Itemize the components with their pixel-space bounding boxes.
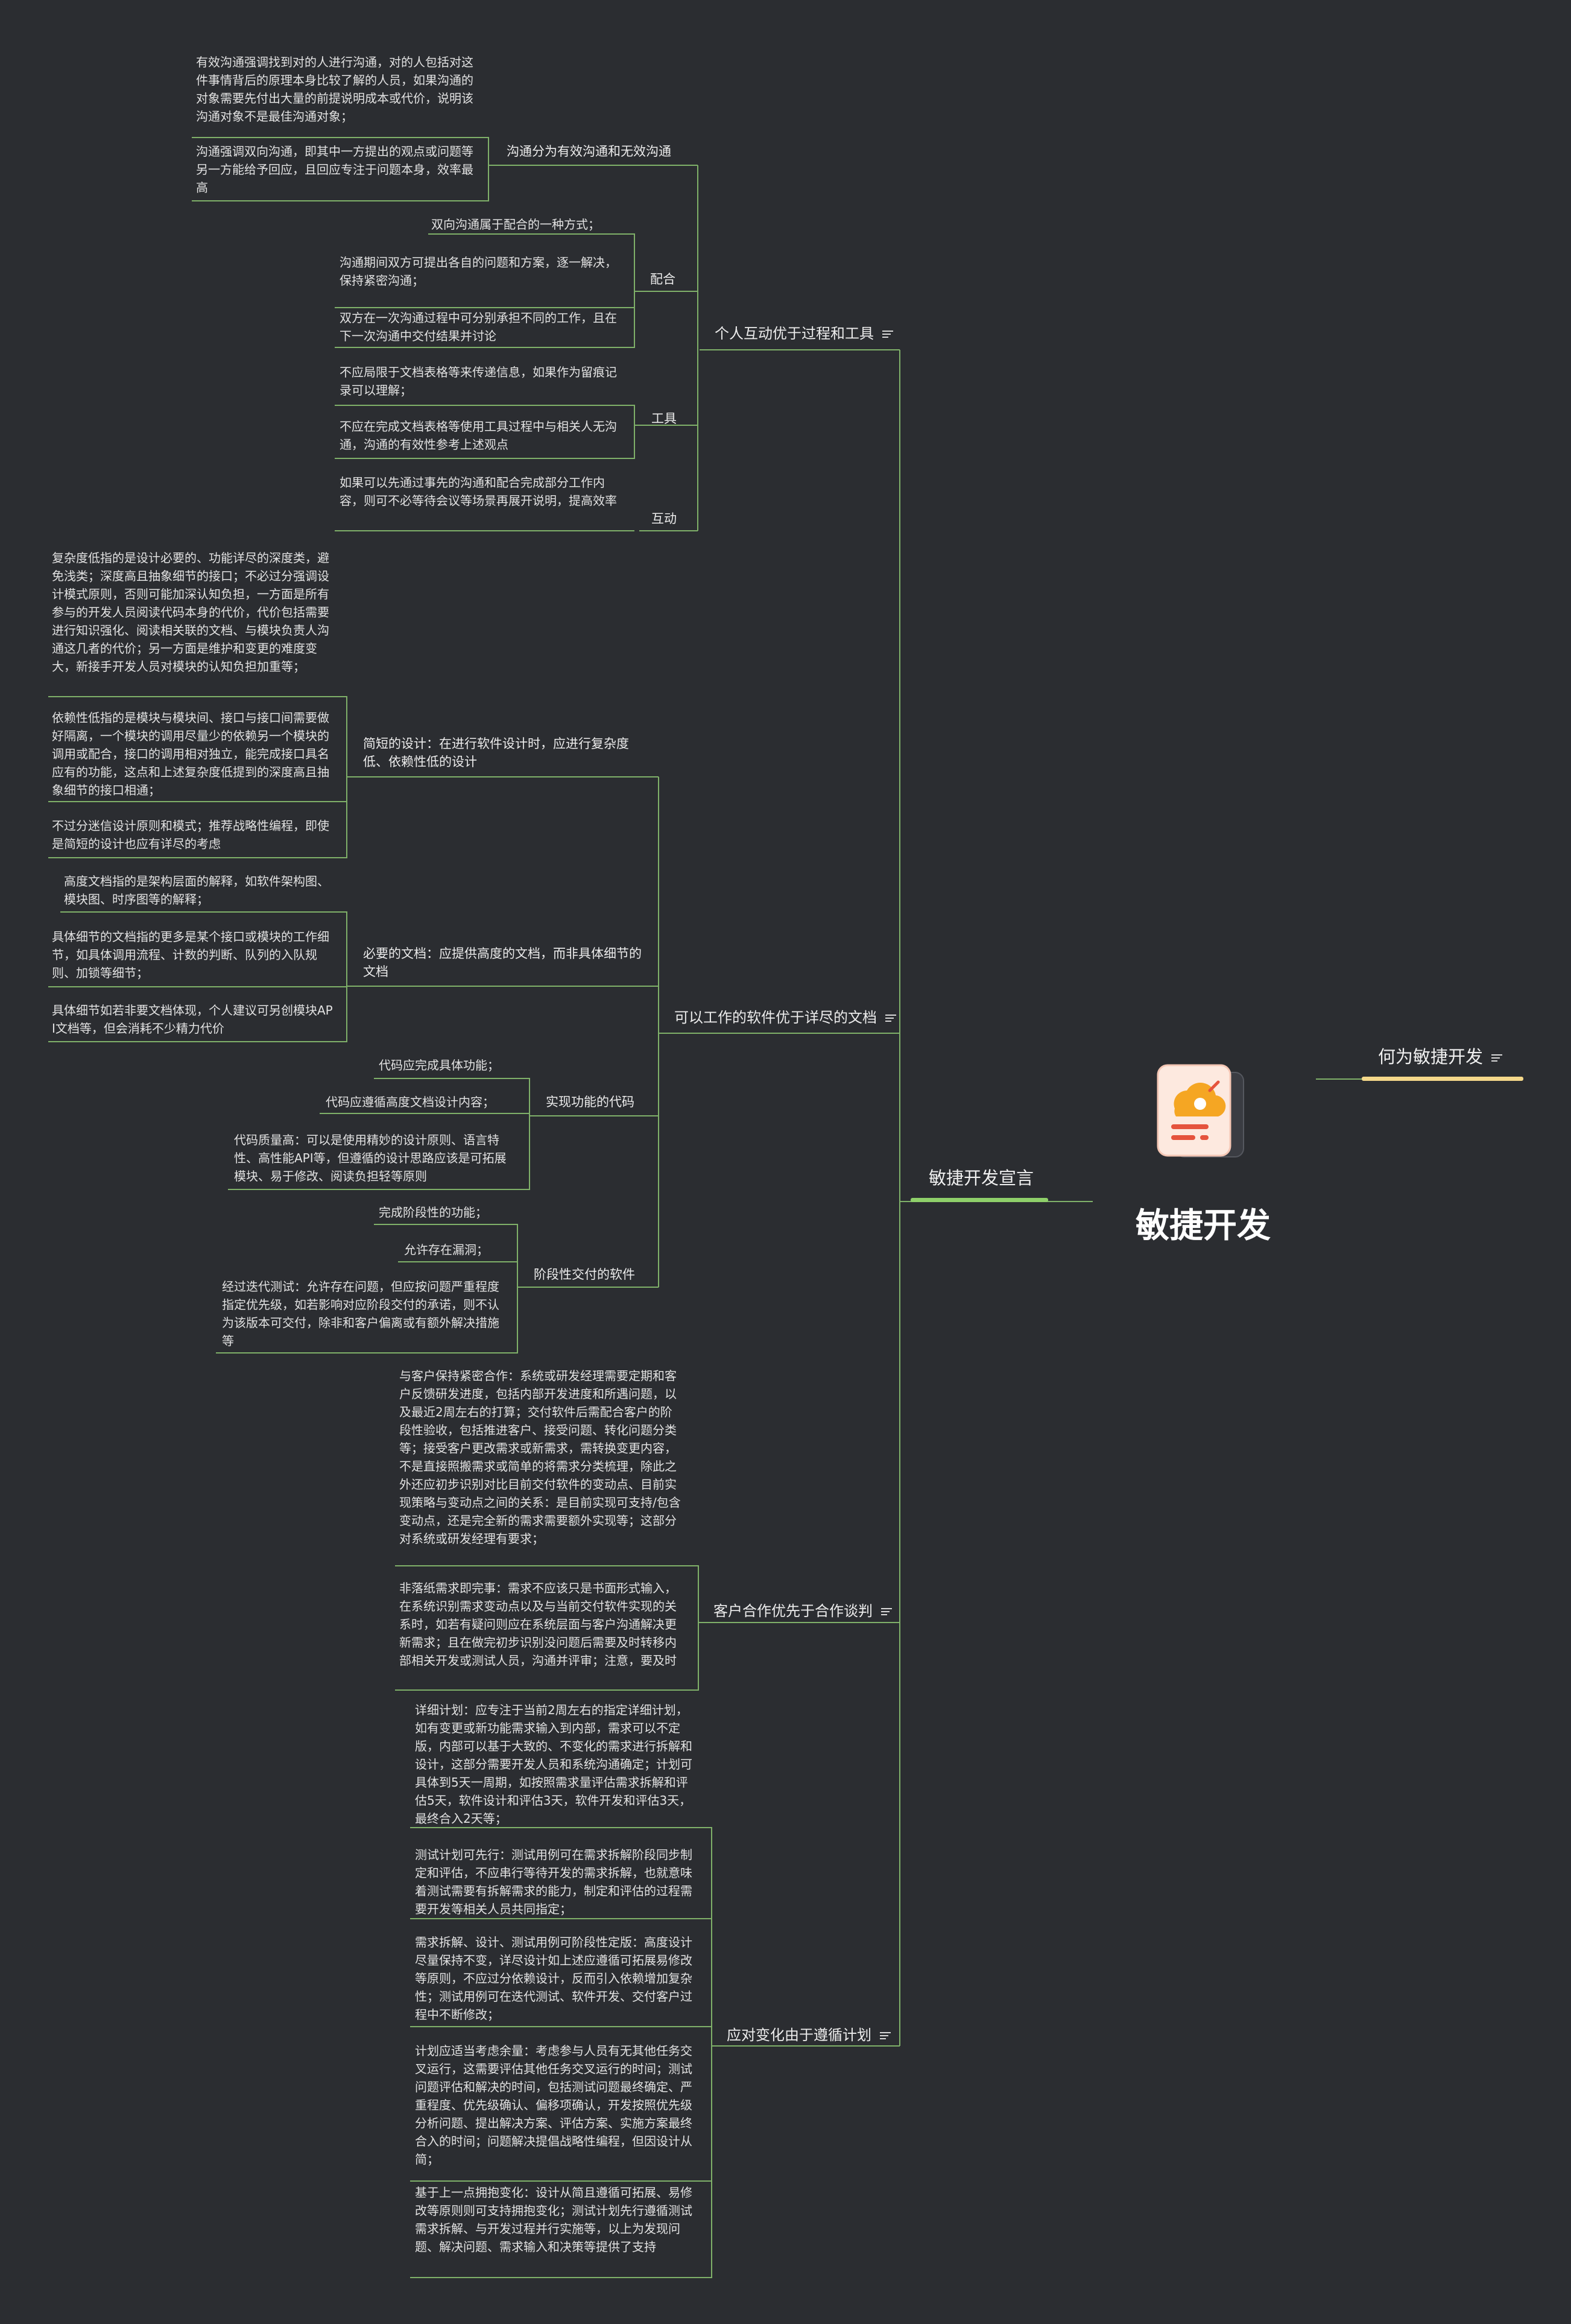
branch-customer-collaboration[interactable]: 客户合作优先于合作谈判 xyxy=(713,1602,892,1620)
menu-icon[interactable] xyxy=(882,329,893,340)
side-topic[interactable]: 何为敏捷开发 xyxy=(1378,1045,1503,1069)
menu-icon[interactable] xyxy=(1491,1053,1503,1063)
leaf-node[interactable]: 沟通期间双方可提出各自的问题和方案，逐一解决，保持紧密沟通； xyxy=(340,255,617,288)
sub-topic[interactable]: 必要的文档：应提供高度的文档，而非具体细节的文档 xyxy=(363,946,642,979)
branch-individuals-interactions[interactable]: 个人互动优于过程和工具 xyxy=(715,325,893,343)
main-topic[interactable]: 敏捷开发宣言 xyxy=(929,1168,1034,1188)
sub-topic[interactable]: 沟通分为有效沟通和无效沟通 xyxy=(507,144,671,159)
root-title[interactable]: 敏捷开发 xyxy=(1136,1206,1271,1246)
leaf-node[interactable]: 不应在完成文档表格等使用工具过程中与相关人无沟通，沟通的有效性参考上述观点 xyxy=(340,419,617,452)
leaf-node[interactable]: 代码应遵循高度文档设计内容； xyxy=(326,1095,495,1109)
leaf-node[interactable]: 不过分迷信设计原则和模式；推荐战略性编程，即使是简短的设计也应有详尽的考虑 xyxy=(52,818,329,851)
leaf-node[interactable]: 计划应适当考虑余量：考虑参与人员有无其他任务交叉运行，这需要评估其他任务交叉运行… xyxy=(415,2044,692,2167)
sub-topic[interactable]: 简短的设计：在进行软件设计时，应进行复杂度低、依赖性低的设计 xyxy=(363,736,629,769)
leaf-node[interactable]: 双方在一次沟通过程中可分别承担不同的工作，且在下一次沟通中交付结果并讨论 xyxy=(340,311,617,343)
leaf-node[interactable]: 代码应完成具体功能； xyxy=(379,1058,499,1072)
leaf-node[interactable]: 测试计划可先行：测试用例可在需求拆解阶段同步制定和评估，不应串行等待开发的需求拆… xyxy=(415,1847,692,1916)
leaf-node[interactable]: 详细计划：应专注于当前2周左右的指定详细计划，如有变更或新功能需求输入到内部，需… xyxy=(415,1703,692,1826)
leaf-node[interactable]: 经过迭代测试：允许存在问题，但应按问题严重程度指定优先级，如若影响对应阶段交付的… xyxy=(222,1279,499,1348)
sub-topic[interactable]: 配合 xyxy=(650,272,675,287)
sub-topic[interactable]: 工具 xyxy=(651,411,677,426)
sub-topic[interactable]: 实现功能的代码 xyxy=(546,1095,634,1109)
sub-topic[interactable]: 互动 xyxy=(651,511,677,526)
leaf-node[interactable]: 代码质量高：可以是使用精妙的设计原则、语言特性、高性能API等，但遵循的设计思路… xyxy=(234,1133,507,1183)
sub-topic[interactable]: 阶段性交付的软件 xyxy=(534,1267,635,1282)
leaf-node[interactable]: 允许存在漏洞； xyxy=(404,1243,488,1257)
leaf-node[interactable]: 复杂度低指的是设计必要的、功能详尽的深度类，避免浅类；深度高且抽象细节的接口；不… xyxy=(52,551,329,674)
menu-icon[interactable] xyxy=(880,2030,891,2041)
leaf-node[interactable]: 与客户保持紧密合作：系统或研发经理需要定期和客户反馈研发进度，包括内部开发进度和… xyxy=(399,1369,681,1546)
leaf-node[interactable]: 需求拆解、设计、测试用例可阶段性定版：高度设计尽量保持不变，详尽设计如上述应遵循… xyxy=(415,1935,692,2022)
branch-responding-to-change[interactable]: 应对变化由于遵循计划 xyxy=(727,2026,891,2044)
menu-icon[interactable] xyxy=(881,1606,892,1617)
branch-working-software[interactable]: 可以工作的软件优于详尽的文档 xyxy=(674,1008,896,1027)
leaf-node[interactable]: 沟通强调双向沟通，即其中一方提出的观点或问题等另一方能给予回应，且回应专注于问题… xyxy=(196,144,473,195)
leaf-node[interactable]: 如果可以先通过事先的沟通和配合完成部分工作内容，则可不必等待会议等场景再展开说明… xyxy=(340,475,617,508)
menu-icon[interactable] xyxy=(885,1013,896,1024)
leaf-node[interactable]: 依赖性低指的是模块与模块间、接口与接口间需要做好隔离，一个模块的调用尽量少的依赖… xyxy=(52,711,329,797)
leaf-node[interactable]: 具体细节如若非要文档体现，个人建议可另创模块API文档等，但会消耗不少精力代价 xyxy=(52,1003,333,1036)
leaf-node[interactable]: 不应局限于文档表格等来传递信息，如果作为留痕记录可以理解； xyxy=(340,365,617,397)
leaf-node[interactable]: 具体细节的文档指的更多是某个接口或模块的工作细节，如具体调用流程、计数的判断、队… xyxy=(52,929,329,980)
leaf-node[interactable]: 双向沟通属于配合的一种方式； xyxy=(431,217,600,232)
leaf-node[interactable]: 完成阶段性的功能； xyxy=(379,1205,487,1220)
document-cloud-icon xyxy=(1157,1064,1244,1157)
leaf-node[interactable]: 非落纸需求即完事：需求不应该只是书面形式输入，在系统识别需求变动点以及与当前交付… xyxy=(399,1581,677,1668)
leaf-node[interactable]: 高度文档指的是架构层面的解释，如软件架构图、模块图、时序图等的解释； xyxy=(64,874,329,907)
leaf-node[interactable]: 有效沟通强调找到对的人进行沟通，对的人包括对这件事情背后的原理本身比较了解的人员… xyxy=(196,55,473,124)
leaf-node[interactable]: 基于上一点拥抱变化：设计从简且遵循可拓展、易修改等原则则可支持拥抱变化；测试计划… xyxy=(415,2185,692,2254)
